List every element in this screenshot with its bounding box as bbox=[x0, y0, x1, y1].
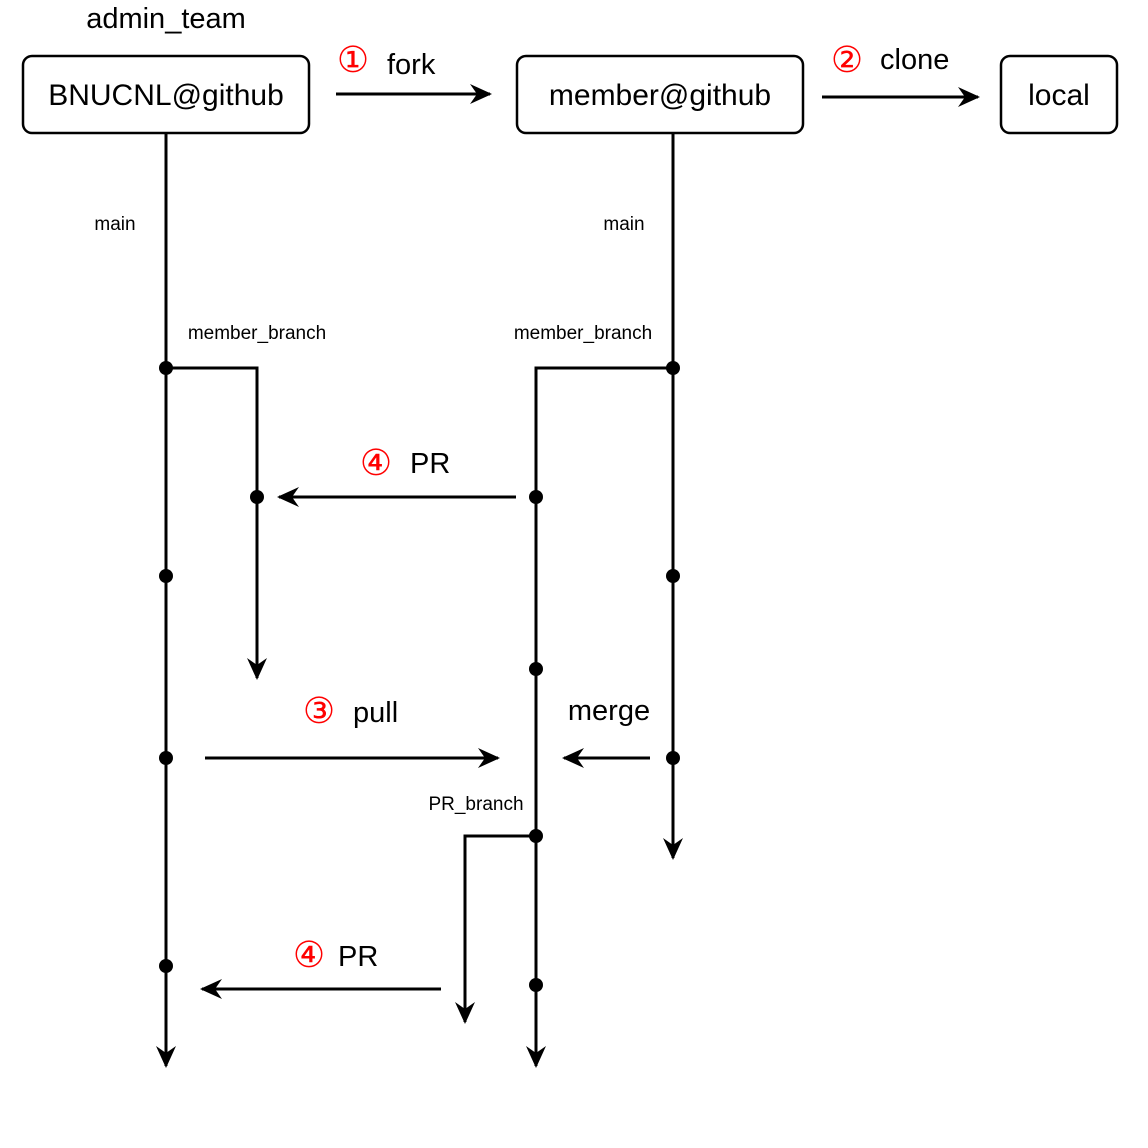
commit-dot bbox=[529, 662, 543, 676]
fork-label: fork bbox=[387, 49, 436, 81]
commit-dot bbox=[250, 490, 264, 504]
step-4-number-bottom: ④ bbox=[293, 935, 325, 976]
commit-dot bbox=[529, 829, 543, 843]
step-2-number: ② bbox=[831, 40, 863, 81]
commit-dot bbox=[159, 569, 173, 583]
clone-label: clone bbox=[880, 44, 949, 76]
commit-dot bbox=[666, 361, 680, 375]
commit-dot bbox=[666, 751, 680, 765]
fork-main-label: main bbox=[603, 214, 644, 235]
admin-team-label: admin_team bbox=[86, 3, 246, 35]
fork-repo-label: member@github bbox=[549, 79, 771, 112]
step-1-number: ① bbox=[337, 40, 369, 81]
pr-label-bottom: PR bbox=[338, 941, 378, 973]
merge-label: merge bbox=[568, 695, 650, 727]
commit-dot bbox=[159, 959, 173, 973]
upstream-member-branch-line bbox=[166, 366, 267, 680]
commit-dot bbox=[159, 751, 173, 765]
local-repo-label: local bbox=[1028, 79, 1090, 112]
pr-label-top: PR bbox=[410, 448, 450, 480]
fork-member-branch-label: member_branch bbox=[514, 323, 652, 344]
step-4-number-top: ④ bbox=[360, 443, 392, 484]
upstream-member-branch-label: member_branch bbox=[188, 323, 326, 344]
pr-branch-label: PR_branch bbox=[428, 794, 523, 815]
commit-dot bbox=[159, 361, 173, 375]
upstream-repo-label: BNUCNL@github bbox=[48, 79, 284, 112]
commit-dot bbox=[529, 490, 543, 504]
local-repo-node: local bbox=[999, 54, 1119, 135]
pull-label: pull bbox=[353, 697, 398, 729]
commit-dot bbox=[666, 569, 680, 583]
upstream-main-label: main bbox=[94, 214, 135, 235]
upstream-repo-node: BNUCNL@github bbox=[21, 54, 311, 135]
commit-dot bbox=[529, 978, 543, 992]
step-3-number: ③ bbox=[303, 691, 335, 732]
pr-branch-line bbox=[455, 834, 536, 1024]
fork-repo-node: member@github bbox=[515, 54, 805, 135]
